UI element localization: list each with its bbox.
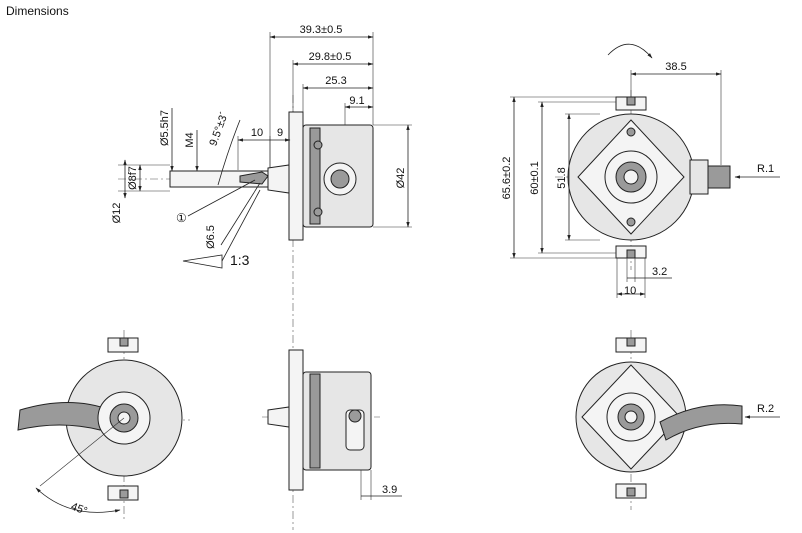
rotation-label-r1: R.1 xyxy=(757,163,774,175)
shaft-tip xyxy=(239,171,269,185)
shaft-stub xyxy=(267,406,290,428)
connector-thread xyxy=(707,165,731,189)
flange-plate xyxy=(288,349,304,491)
note-marker-1: ① xyxy=(176,211,187,225)
dim-height-65-6: 65.6±0.2 xyxy=(501,157,513,200)
housing-band xyxy=(309,373,321,469)
front-view-cable-left: 45° xyxy=(17,330,190,520)
angle-arc xyxy=(35,487,121,513)
screw-icon xyxy=(313,207,323,217)
rotation-arrow-icon xyxy=(607,43,653,59)
dim-thread-m4: M4 xyxy=(184,132,196,147)
connector-nut xyxy=(689,159,709,195)
dim-height-51-8: 51.8 xyxy=(556,167,568,188)
dim-length-total: 39.3±0.5 xyxy=(300,24,343,36)
front-view-top: 38.5 65.6±0.2 60±0.1 51.8 R.1 3.2 10 xyxy=(501,43,780,298)
side-view-bottom: 3.9 xyxy=(262,349,402,500)
dim-slot-3-2: 3.2 xyxy=(652,266,667,278)
dim-taper-ratio: 1:3 xyxy=(230,252,250,268)
cable xyxy=(659,404,743,441)
front-view-cable-right: R.2 xyxy=(575,330,780,510)
dim-height-60: 60±0.1 xyxy=(529,161,541,195)
dim-depth-3-9: 3.9 xyxy=(382,484,397,496)
dim-diameter-6-5: Ø6.5 xyxy=(205,225,217,249)
shaft-bore xyxy=(624,410,638,424)
rotation-label-r2: R.2 xyxy=(757,403,774,415)
taper-symbol xyxy=(182,254,223,269)
screw-icon xyxy=(626,127,636,137)
dim-diameter-42: Ø42 xyxy=(395,168,407,189)
dim-diameter-12: Ø12 xyxy=(111,203,123,224)
cable xyxy=(17,402,111,431)
dim-connector-length: 38.5 xyxy=(665,61,686,73)
flange-plate xyxy=(288,111,304,241)
side-view-top: 39.3±0.5 29.8±0.5 25.3 9.1 10 9 Ø42 Ø5.5… xyxy=(111,24,412,530)
dim-diameter-8: Ø8f7 xyxy=(127,166,139,190)
dim-length-body: 25.3 xyxy=(325,75,346,87)
dim-shaft-5-5: Ø5.5h7 xyxy=(159,110,171,146)
dim-shaft-9: 9 xyxy=(277,127,283,139)
dim-angle-9-5: 9.5°±3´ xyxy=(207,110,230,147)
dim-length-housing: 29.8±0.5 xyxy=(309,51,352,63)
shaft-collar xyxy=(267,164,290,194)
housing-band xyxy=(309,127,321,225)
shaft-bore xyxy=(623,169,639,185)
connector-core xyxy=(330,169,350,189)
page-title: Dimensions xyxy=(6,4,69,18)
screw-icon xyxy=(313,140,323,150)
dim-slot-10: 10 xyxy=(624,285,636,297)
screw-icon xyxy=(626,217,636,227)
screw-icon xyxy=(348,409,362,423)
dim-connector-offset: 9.1 xyxy=(349,95,364,107)
dim-angle-45: 45° xyxy=(69,501,89,518)
dim-shaft-10: 10 xyxy=(251,127,263,139)
